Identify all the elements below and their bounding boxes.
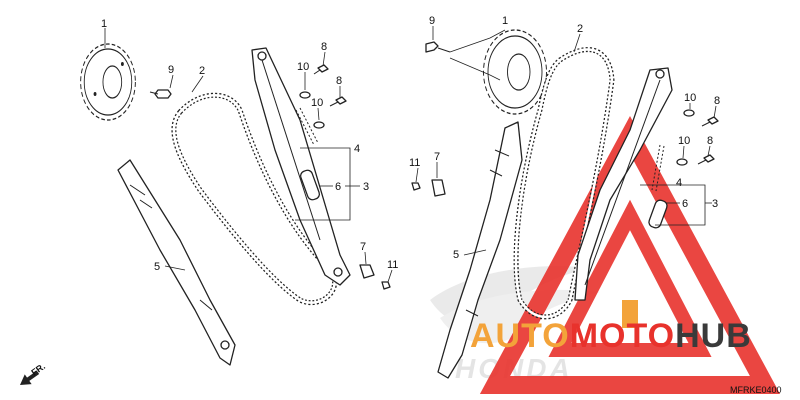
callouts-right: 9 1 2 10 8 10 8 11 7 4 6 3 5: [409, 15, 720, 261]
diagram-code: MFRKE0400: [730, 385, 782, 395]
red-triangle-logo: [479, 116, 781, 394]
callouts-left: 1 9 2 8 10 8 10 4 6 3 5 7 11: [101, 18, 398, 273]
tensioner-arm-left: [251, 47, 351, 286]
callout-number: 1: [502, 15, 508, 27]
chain-guide-left: [117, 159, 236, 366]
cam-sprocket-left: [80, 43, 136, 121]
callout-number: 8: [714, 95, 720, 107]
callout-number: 2: [199, 65, 205, 77]
callout-number: 2: [577, 23, 583, 35]
cam-chain-left: [171, 92, 338, 306]
callout-number: 9: [168, 64, 174, 76]
callout-number: 10: [678, 135, 690, 147]
callout-number: 1: [101, 18, 107, 30]
front-arrow-icon: [20, 370, 40, 385]
callout-number: 6: [335, 181, 341, 193]
callout-number: 7: [360, 241, 366, 253]
callout-number: 6: [682, 198, 688, 210]
clip-7-right: [411, 179, 446, 197]
callout-number: 10: [684, 92, 696, 104]
callout-number: 3: [363, 181, 369, 193]
brand-wordmark: AUTOMOTOHUB: [470, 317, 752, 355]
clip-7-left: [359, 264, 391, 290]
chain-guide-right: [437, 121, 523, 379]
bolt-9-right: [425, 41, 451, 53]
callout-number: 4: [676, 177, 682, 189]
right-assembly: [411, 29, 719, 379]
callout-number: 9: [429, 15, 435, 27]
callout-number: 5: [154, 261, 160, 273]
tensioner-arm-right: [574, 67, 673, 301]
front-indicator: FR.: [20, 361, 47, 385]
callout-number: 4: [354, 143, 360, 155]
cam-chain-right: [513, 47, 615, 320]
bolt-9-left: [149, 89, 172, 99]
left-assembly: [80, 43, 391, 366]
callout-number: 10: [311, 97, 323, 109]
callout-number: 10: [297, 61, 309, 73]
callout-number: 5: [453, 249, 459, 261]
callout-number: 8: [336, 75, 342, 87]
callout-number: 11: [387, 259, 398, 271]
leader-lines: [104, 26, 717, 283]
watermark: HONDA AUTOMOTOHUB: [430, 116, 781, 394]
callout-number: 7: [434, 151, 440, 163]
bolts-8-10-right: [676, 109, 719, 166]
callout-number: 8: [321, 41, 327, 53]
callout-number: 3: [712, 198, 718, 210]
cam-sprocket-right: [483, 29, 547, 115]
callout-number: 11: [409, 157, 420, 169]
tensioner-spring-right: [648, 144, 668, 229]
callout-number: 8: [707, 135, 713, 147]
tensioner-spring-left: [295, 107, 321, 201]
